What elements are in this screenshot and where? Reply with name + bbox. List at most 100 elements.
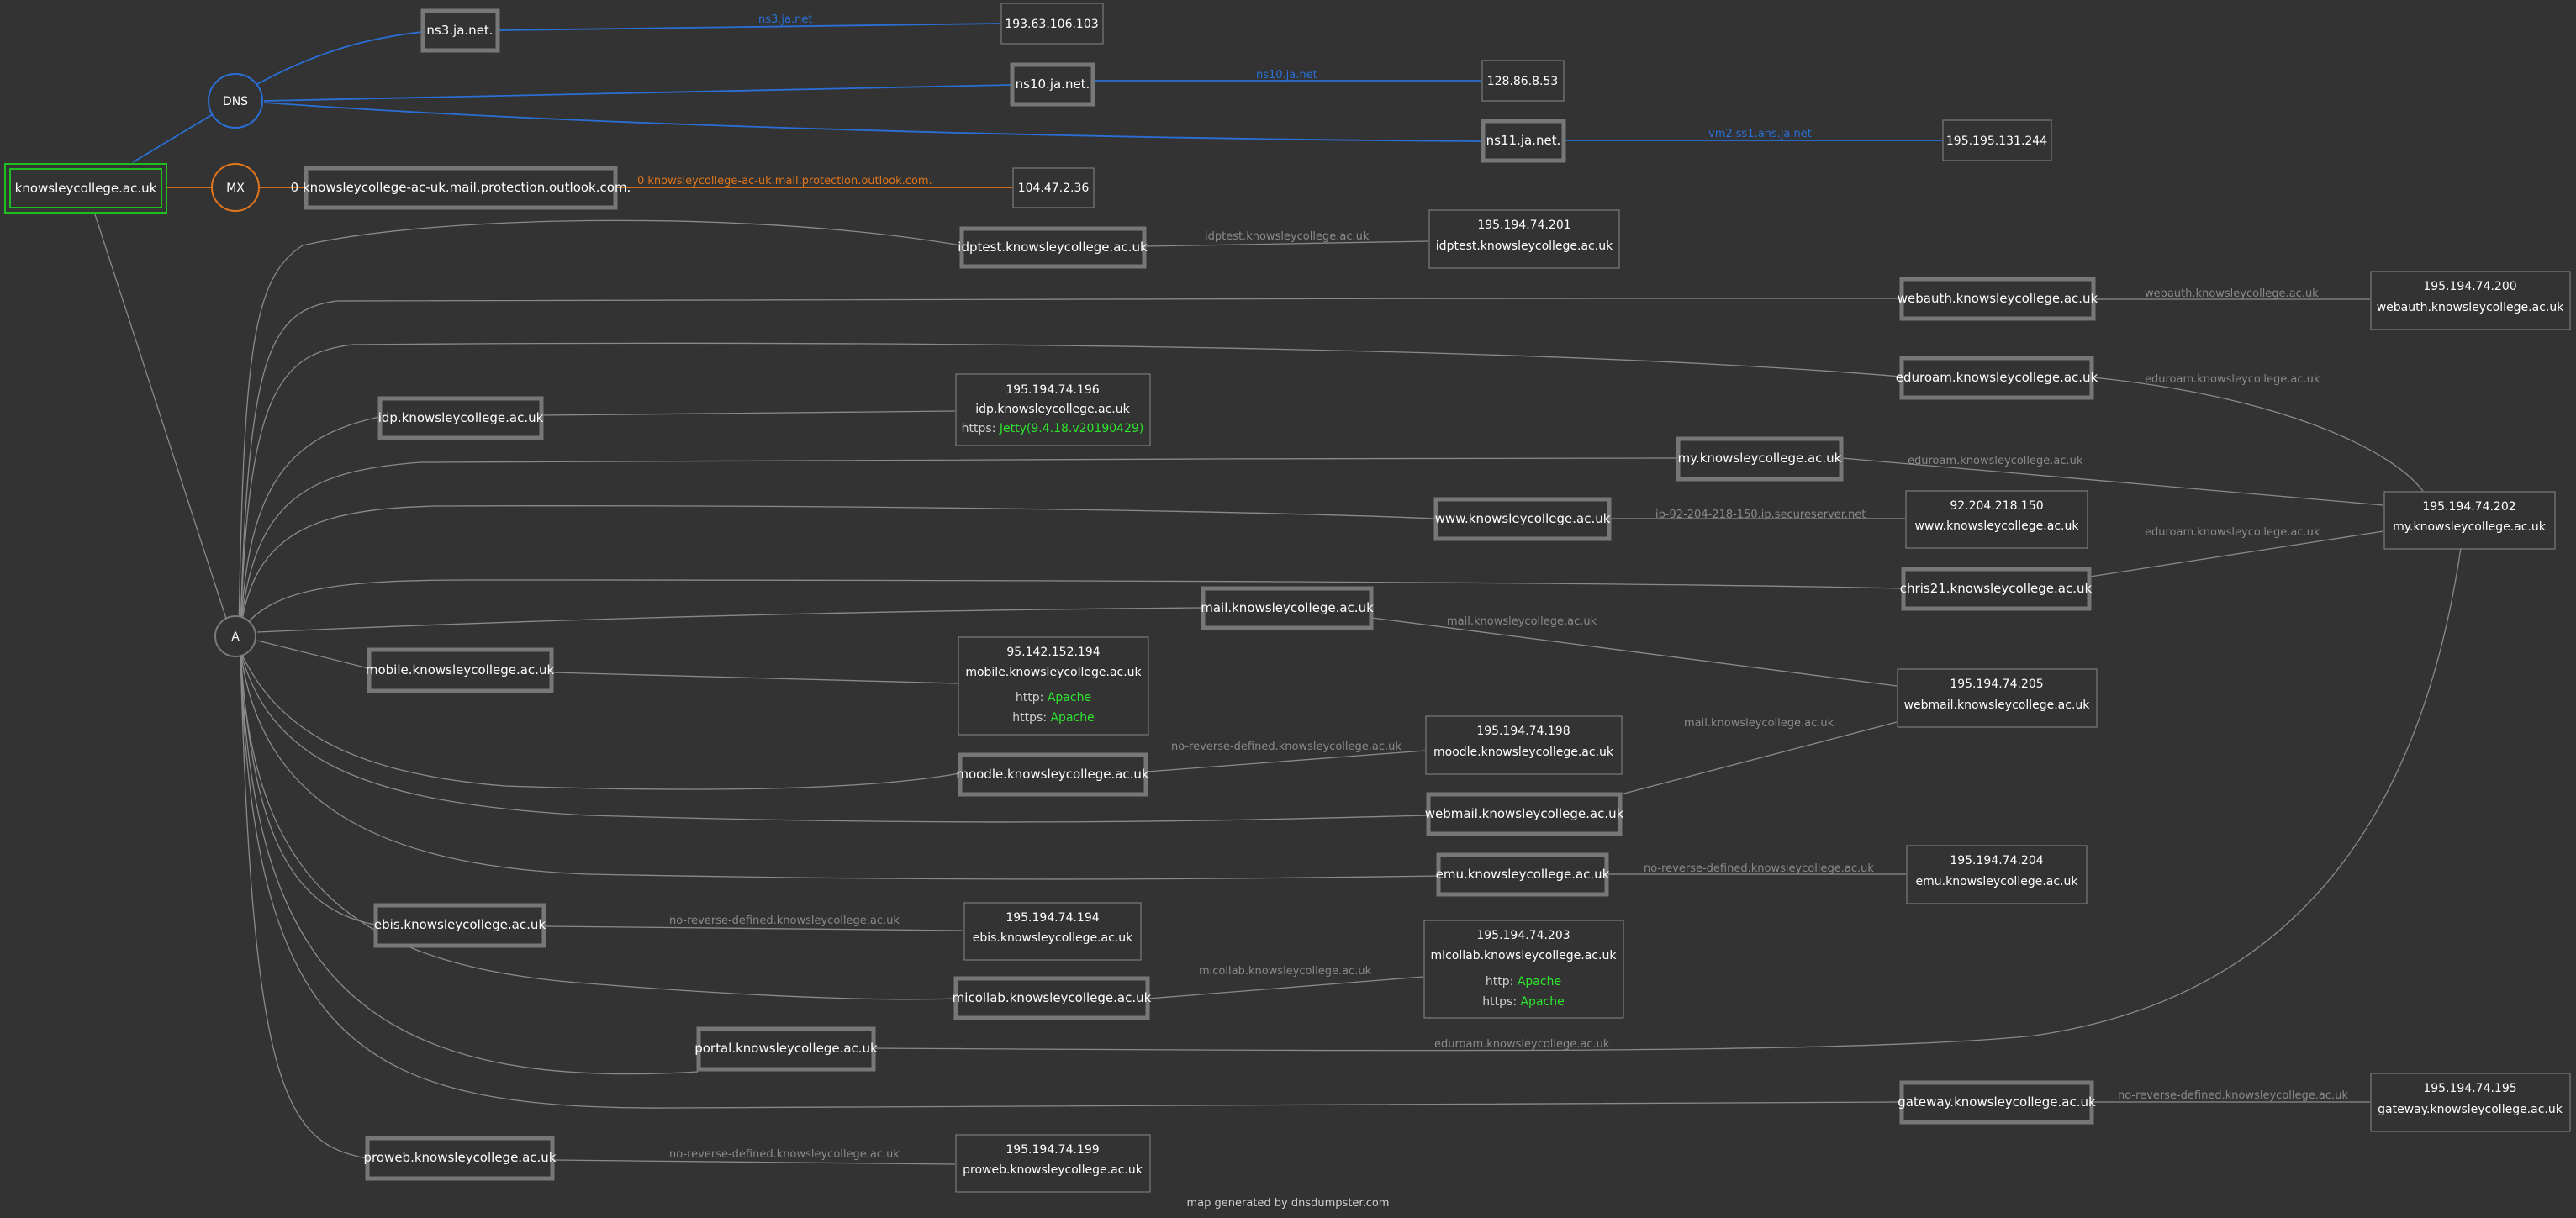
host-node-gateway[interactable]: gateway.knowsleycollege.ac.uk: [1898, 1080, 2096, 1125]
ip-node-idptest[interactable]: 195.194.74.201 idptest.knowsleycollege.a…: [1428, 209, 1620, 269]
svg-text:195.194.74.202: 195.194.74.202: [2422, 500, 2515, 514]
svg-text:ns3.ja.net.: ns3.ja.net.: [426, 23, 493, 38]
edge-a-www: [240, 505, 1436, 633]
ip-node-www[interactable]: 92.204.218.150 www.knowsleycollege.ac.uk: [1905, 490, 2088, 549]
ptr-label-proweb: no-reverse-defined.knowsleycollege.ac.uk: [669, 1148, 900, 1161]
ip-node-ns11[interactable]: 195.195.131.244: [1942, 119, 2052, 161]
footer-credit: map generated by dnsdumpster.com: [1187, 1197, 1390, 1210]
ip-node-idp[interactable]: 195.194.74.196 idp.knowsleycollege.ac.uk…: [955, 373, 1151, 446]
edge-a-moodle: [240, 651, 960, 790]
host-node-idp[interactable]: idp.knowsleycollege.ac.uk: [377, 396, 544, 440]
svg-text:eduroam.knowsleycollege.ac.uk: eduroam.knowsleycollege.ac.uk: [1896, 370, 2098, 385]
ip-node-ns3[interactable]: 193.63.106.103: [1000, 3, 1104, 45]
a-hub[interactable]: A: [214, 615, 256, 657]
ip-node-webmail[interactable]: 195.194.74.205 webmail.knowsleycollege.a…: [1897, 668, 2098, 728]
edge-a-chris21: [240, 579, 1903, 633]
domain-node[interactable]: knowsleycollege.ac.uk: [4, 163, 167, 214]
ptr-label-micollab: micollab.knowsleycollege.ac.uk: [1199, 965, 1372, 978]
svg-text:193.63.106.103: 193.63.106.103: [1005, 18, 1098, 31]
host-node-webmail[interactable]: webmail.knowsleycollege.ac.uk: [1425, 792, 1624, 836]
ip-node-mx[interactable]: 104.47.2.36: [1012, 167, 1095, 208]
svg-text:micollab.knowsleycollege.ac.uk: micollab.knowsleycollege.ac.uk: [1431, 949, 1618, 962]
host-node-my[interactable]: my.knowsleycollege.ac.uk: [1676, 436, 1844, 482]
edge-my-ip: [1841, 457, 2384, 506]
svg-text:ebis.knowsleycollege.ac.uk: ebis.knowsleycollege.ac.uk: [374, 917, 546, 932]
host-node-ns3[interactable]: ns3.ja.net.: [420, 8, 500, 53]
host-node-moodle[interactable]: moodle.knowsleycollege.ac.uk: [956, 752, 1149, 797]
edge-a-eduroam: [240, 342, 1902, 633]
host-node-webauth[interactable]: webauth.knowsleycollege.ac.uk: [1898, 277, 2098, 321]
ip-node-moodle[interactable]: 195.194.74.198 moodle.knowsleycollege.ac…: [1425, 715, 1623, 775]
edge-a-ebis: [240, 651, 376, 925]
host-node-mobile[interactable]: mobile.knowsleycollege.ac.uk: [366, 647, 555, 693]
svg-text:www.knowsleycollege.ac.uk: www.knowsleycollege.ac.uk: [1915, 519, 2080, 533]
edge-a-mobile: [256, 640, 369, 669]
ip-node-my[interactable]: 195.194.74.202 my.knowsleycollege.ac.uk: [2383, 491, 2556, 550]
host-node-ns11[interactable]: ns11.ja.net.: [1481, 119, 1566, 163]
host-node-chris21[interactable]: chris21.knowsleycollege.ac.uk: [1900, 567, 2093, 611]
host-node-www[interactable]: www.knowsleycollege.ac.uk: [1433, 497, 1612, 541]
ip-node-micollab[interactable]: 195.194.74.203 micollab.knowsleycollege.…: [1423, 920, 1624, 1019]
ptr-label-webmail: mail.knowsleycollege.ac.uk: [1684, 717, 1834, 730]
edge-a-idptest: [238, 219, 962, 633]
svg-text:moodle.knowsleycollege.ac.uk: moodle.knowsleycollege.ac.uk: [956, 767, 1149, 782]
service-line-idp-https: https: Jetty(9.4.18.v20190429): [962, 422, 1144, 435]
host-node-idptest[interactable]: idptest.knowsleycollege.ac.uk: [958, 226, 1148, 269]
host-node-mx[interactable]: 0 knowsleycollege-ac-uk.mail.protection.…: [291, 166, 631, 210]
svg-text:emu.knowsleycollege.ac.uk: emu.knowsleycollege.ac.uk: [1436, 867, 1610, 882]
edge-a-webauth: [240, 298, 1902, 633]
svg-text:webauth.knowsleycollege.ac.uk: webauth.knowsleycollege.ac.uk: [1898, 291, 2098, 306]
svg-text:128.86.8.53: 128.86.8.53: [1487, 75, 1559, 88]
svg-text:195.194.74.204: 195.194.74.204: [1950, 854, 2043, 867]
dns-hub[interactable]: DNS: [208, 73, 263, 129]
host-node-ebis[interactable]: ebis.knowsleycollege.ac.uk: [373, 903, 546, 948]
edge-mobile-ip: [552, 672, 958, 684]
host-node-ns10[interactable]: ns10.ja.net.: [1010, 62, 1095, 107]
ip-node-emu[interactable]: 195.194.74.204 emu.knowsleycollege.ac.uk: [1906, 845, 2088, 904]
a-hub-label: A: [231, 630, 240, 644]
svg-text:idptest.knowsleycollege.ac.uk: idptest.knowsleycollege.ac.uk: [1436, 240, 1613, 253]
edge-a-mail: [256, 607, 1203, 633]
ip-node-ebis[interactable]: 195.194.74.194 ebis.knowsleycollege.ac.u…: [963, 902, 1142, 961]
ptr-label-webauth: webauth.knowsleycollege.ac.uk: [2145, 287, 2319, 300]
host-node-emu[interactable]: emu.knowsleycollege.ac.uk: [1436, 852, 1610, 897]
host-node-proweb[interactable]: proweb.knowsleycollege.ac.uk: [364, 1136, 557, 1181]
svg-text:195.194.74.200: 195.194.74.200: [2423, 280, 2516, 293]
svg-text:idptest.knowsleycollege.ac.uk: idptest.knowsleycollege.ac.uk: [958, 240, 1148, 255]
svg-text:ns11.ja.net.: ns11.ja.net.: [1486, 133, 1561, 148]
svg-text:proweb.knowsleycollege.ac.uk: proweb.knowsleycollege.ac.uk: [364, 1150, 557, 1165]
svg-text:0 knowsleycollege-ac-uk.mail.p: 0 knowsleycollege-ac-uk.mail.protection.…: [291, 180, 631, 195]
ip-node-mobile[interactable]: 95.142.152.194 mobile.knowsleycollege.ac…: [958, 636, 1149, 736]
host-node-eduroam[interactable]: eduroam.knowsleycollege.ac.uk: [1896, 356, 2098, 400]
mx-hub[interactable]: MX: [211, 163, 260, 212]
ip-node-ns10[interactable]: 128.86.8.53: [1481, 60, 1565, 102]
svg-text:webmail.knowsleycollege.ac.uk: webmail.knowsleycollege.ac.uk: [1425, 806, 1624, 821]
svg-text:my.knowsleycollege.ac.uk: my.knowsleycollege.ac.uk: [2393, 520, 2547, 534]
ip-node-proweb[interactable]: 195.194.74.199 proweb.knowsleycollege.ac…: [955, 1134, 1151, 1193]
host-node-micollab[interactable]: micollab.knowsleycollege.ac.uk: [953, 976, 1152, 1020]
service-line-mobile-http: http: Apache: [1016, 691, 1091, 704]
edge-webmail-ip: [1620, 721, 1898, 795]
svg-text:104.47.2.36: 104.47.2.36: [1018, 182, 1090, 195]
edge-dns-ns10: [263, 84, 1012, 102]
ptr-label-mx: 0 knowsleycollege-ac-uk.mail.protection.…: [637, 175, 932, 187]
svg-text:195.194.74.195: 195.194.74.195: [2423, 1082, 2516, 1095]
host-node-portal[interactable]: portal.knowsleycollege.ac.uk: [694, 1026, 878, 1072]
ptr-label-idptest: idptest.knowsleycollege.ac.uk: [1205, 230, 1370, 243]
svg-text:mobile.knowsleycollege.ac.uk: mobile.knowsleycollege.ac.uk: [965, 666, 1142, 679]
svg-text:www.knowsleycollege.ac.uk: www.knowsleycollege.ac.uk: [1435, 511, 1611, 526]
svg-text:my.knowsleycollege.ac.uk: my.knowsleycollege.ac.uk: [1678, 451, 1842, 466]
ip-node-webauth[interactable]: 195.194.74.200 webauth.knowsleycollege.a…: [2370, 271, 2571, 330]
edge-dns-ns3: [256, 31, 423, 85]
svg-text:chris21.knowsleycollege.ac.uk: chris21.knowsleycollege.ac.uk: [1900, 581, 2093, 596]
mx-hub-label: MX: [226, 182, 245, 195]
host-node-mail[interactable]: mail.knowsleycollege.ac.uk: [1201, 586, 1374, 630]
edge-eduroam-ip: [2092, 377, 2424, 492]
ip-node-gateway[interactable]: 195.194.74.195 gateway.knowsleycollege.a…: [2370, 1073, 2571, 1132]
svg-text:portal.knowsleycollege.ac.uk: portal.knowsleycollege.ac.uk: [694, 1041, 878, 1056]
svg-text:92.204.218.150: 92.204.218.150: [1950, 499, 2043, 513]
service-line-mobile-https: https: Apache: [1012, 711, 1094, 725]
edge-a-my: [240, 457, 1678, 633]
dns-hub-label: DNS: [223, 95, 248, 108]
ptr-label-ns3: ns3.ja.net: [758, 13, 812, 26]
